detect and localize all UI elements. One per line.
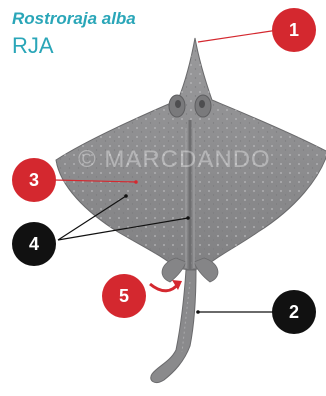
- curved-arrow-icon: [150, 284, 178, 291]
- leader-dot-4b: [186, 216, 190, 220]
- callout-4: 4: [12, 222, 56, 266]
- callout-2: 2: [272, 290, 316, 334]
- callout-5: 5: [102, 274, 146, 318]
- leader-dot-2: [196, 310, 200, 314]
- leader-dot-3: [134, 180, 138, 184]
- callout-1: 1: [272, 8, 316, 52]
- callout-3: 3: [12, 158, 56, 202]
- leader-dot-4a: [124, 194, 128, 198]
- leader-line-1: [198, 30, 278, 42]
- watermark: © MARCDANDO: [78, 146, 271, 174]
